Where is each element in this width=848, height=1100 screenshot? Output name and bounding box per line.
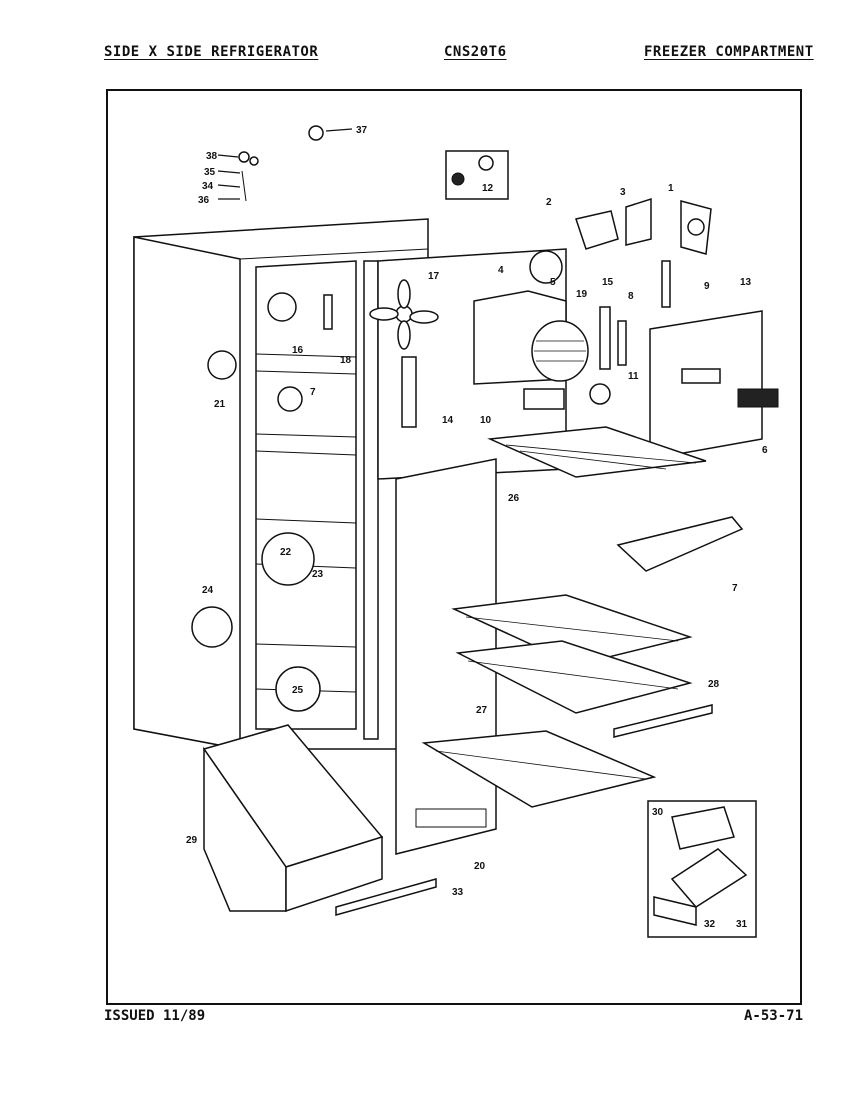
footer-page-code: A-53-71 (744, 1008, 804, 1024)
callout-35: 35 (204, 167, 216, 178)
part-7-freezer-bin (616, 516, 744, 572)
part-8-9-15-strips (599, 260, 671, 370)
callout-26: 26 (508, 493, 520, 504)
callout-36: 36 (198, 195, 210, 206)
callout-8: 8 (628, 291, 634, 302)
callout-25: 25 (292, 685, 304, 696)
callout-13: 13 (740, 277, 752, 288)
callout-22: 22 (280, 547, 292, 558)
part-14-bracket (401, 356, 417, 428)
part-19-fan-grille (531, 320, 589, 382)
part-1-3-brackets (575, 197, 712, 255)
callout-circles (191, 532, 321, 712)
callout-12: 12 (482, 183, 494, 194)
callout-10: 10 (480, 415, 492, 426)
part-34-38-hardware (217, 151, 259, 202)
header-model-number: CNS20T6 (444, 44, 507, 60)
diagram-frame (106, 89, 802, 1005)
header-section-title: FREEZER COMPARTMENT (644, 44, 814, 60)
callout-20: 20 (474, 861, 486, 872)
callout-33: 33 (452, 887, 464, 898)
header-model-type: SIDE X SIDE REFRIGERATOR (104, 44, 319, 60)
part-17-fan-blade (369, 279, 439, 350)
part-37-cap (308, 125, 353, 141)
callout-31: 31 (736, 919, 748, 930)
part-13-evaporator-cover (649, 310, 779, 460)
callout-29: 29 (186, 835, 198, 846)
inset-ice-tray-box (647, 800, 757, 938)
exploded-parts-diagram: 37 38 35 34 36 12 1 3 2 4 5 9 13 15 8 19… (133, 125, 779, 938)
callout-17: 17 (428, 271, 440, 282)
callout-5: 5 (550, 277, 556, 288)
callout-9: 9 (704, 281, 710, 292)
callout-38: 38 (206, 151, 218, 162)
callout-28: 28 (708, 679, 720, 690)
callout-15: 15 (602, 277, 614, 288)
callout-7-upper: 7 (310, 387, 316, 398)
part-33-trim (335, 878, 437, 916)
callout-11: 11 (628, 371, 639, 382)
callout-32: 32 (704, 919, 716, 930)
part-27-shelves (421, 594, 693, 808)
callout-23: 23 (312, 569, 324, 580)
part-29-basket (202, 724, 384, 913)
callout-16: 16 (292, 345, 304, 356)
callout-34: 34 (202, 181, 214, 192)
callout-37: 37 (356, 125, 368, 136)
part-12-control-box (445, 150, 509, 200)
callout-3: 3 (620, 187, 626, 198)
part-26-shelf (487, 426, 707, 478)
part-28-trim (613, 704, 713, 738)
part-10-11-light (523, 383, 611, 410)
footer-issue-date: ISSUED 11/89 (104, 1008, 206, 1024)
callout-18: 18 (340, 355, 352, 366)
callout-1: 1 (668, 183, 674, 194)
callout-24: 24 (202, 585, 214, 596)
callout-21: 21 (214, 399, 226, 410)
callout-19: 19 (576, 289, 588, 300)
part-16-18-21-door-parts (207, 292, 333, 412)
callout-7-lower: 7 (732, 583, 738, 594)
callout-14: 14 (442, 415, 454, 426)
callout-2: 2 (546, 197, 552, 208)
callout-6: 6 (762, 445, 768, 456)
callout-27: 27 (476, 705, 488, 716)
callout-30: 30 (652, 807, 664, 818)
callout-4: 4 (498, 265, 504, 276)
